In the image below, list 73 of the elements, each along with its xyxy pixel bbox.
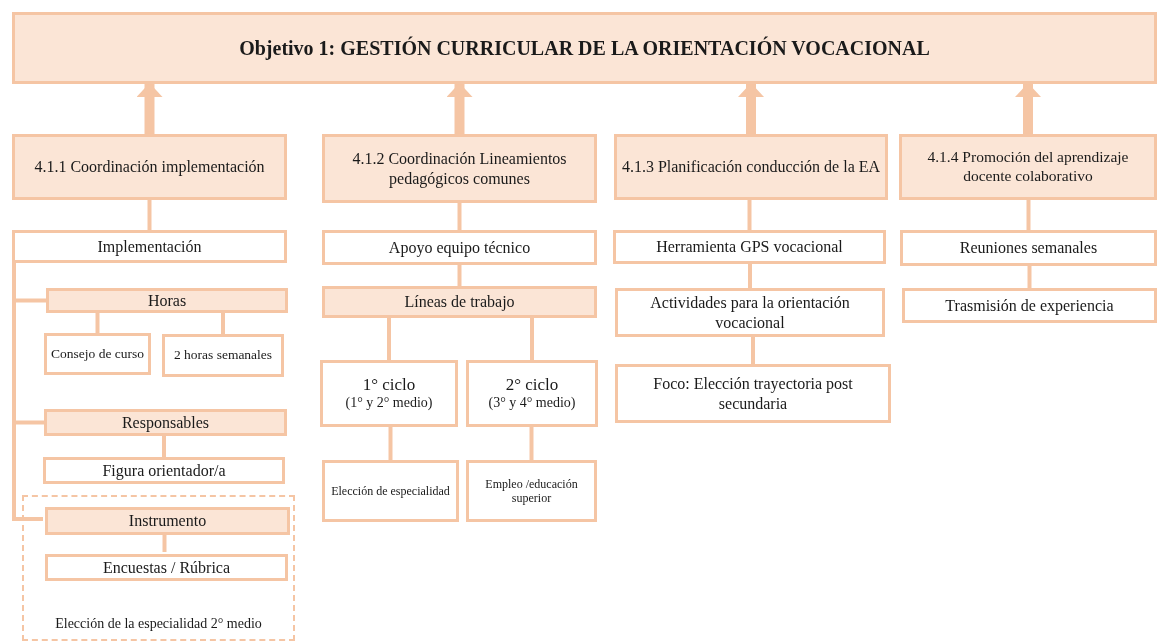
text-box <box>320 360 458 427</box>
text-box <box>902 288 1157 323</box>
heading-box <box>45 507 290 535</box>
heading-box <box>322 286 597 318</box>
box-label: 4.1.3 Planificación conducción de la EA <box>620 157 882 177</box>
box-label: Instrumento <box>127 511 208 531</box>
title: Objetivo 1: GESTIÓN CURRICULAR DE LA ORIENTACIÓN VOCACIONAL <box>238 36 931 60</box>
text-box <box>44 333 151 375</box>
connector-line <box>12 263 43 521</box>
box-label: Trasmisión de experiencia <box>944 295 1115 316</box>
arrow <box>1015 83 1041 134</box>
box-label: Empleo /educación superior <box>484 476 579 506</box>
box-label: 1° ciclo <box>361 374 417 396</box>
arrow <box>738 83 764 134</box>
heading-box <box>614 134 888 200</box>
text-box <box>613 230 886 264</box>
connector-line <box>147 200 152 230</box>
title-box <box>12 12 1157 84</box>
box-label: Foco: Elección trayectoria post secundaria <box>652 374 854 413</box>
text-box <box>162 334 284 377</box>
text-box <box>615 364 891 423</box>
box-label: Elección de especialidad <box>330 483 451 499</box>
connector-line <box>751 337 755 364</box>
box-label: 4.1.1 Coordinación implementación <box>33 157 266 177</box>
box-label: Responsables <box>120 412 211 433</box>
box-label: Figura orientador/a <box>101 460 227 481</box>
heading-box <box>12 134 287 200</box>
text-box <box>45 554 288 581</box>
heading-box <box>44 409 287 436</box>
heading-box <box>46 288 288 313</box>
arrow <box>446 83 473 134</box>
connector-line <box>457 265 462 286</box>
box-label: Encuestas / Rúbrica <box>101 557 232 578</box>
connector-line <box>95 313 100 333</box>
connector-line <box>388 427 393 460</box>
heading-box <box>899 134 1157 200</box>
connector-line <box>747 200 752 230</box>
dashed-group-box <box>22 495 295 641</box>
text-box <box>322 460 459 522</box>
box-label: (3° y 4° medio) <box>487 395 577 413</box>
box-label: 2° ciclo <box>504 374 560 396</box>
connector-line <box>457 203 462 230</box>
connector-line <box>221 313 225 334</box>
box-label: Líneas de trabajo <box>403 292 516 312</box>
text-box <box>615 288 885 337</box>
connector-line <box>387 318 391 360</box>
box-label: Apoyo equipo técnico <box>387 237 532 258</box>
box-label: 2 horas semanales <box>172 347 274 364</box>
connector-line <box>748 264 752 288</box>
box-label: (1° y 2° medio) <box>344 395 434 413</box>
box-label: Reuniones semanales <box>958 238 1099 258</box>
text-box <box>900 230 1157 266</box>
box-label: Herramienta GPS vocacional <box>655 237 844 257</box>
text-box <box>43 457 285 484</box>
connector-line <box>529 427 534 460</box>
arrow <box>136 83 163 134</box>
connector-line <box>162 533 167 552</box>
connector-line <box>1026 200 1031 230</box>
box-label: 4.1.4 Promoción del aprendizaje docente colaborativo <box>926 148 1130 186</box>
text-box <box>466 460 597 522</box>
heading-box <box>322 134 597 203</box>
box-label: Elección de la especialidad 2° medio <box>54 616 263 633</box>
connector-line <box>530 318 534 360</box>
box-label: Actividades para la orientación vocacional <box>649 293 851 332</box>
text-box <box>466 360 598 427</box>
box-label: Horas <box>146 290 188 311</box>
box-label: 4.1.2 Coordinación Lineamientos pedagógicos comunes <box>351 149 568 188</box>
connector-line <box>1027 266 1032 288</box>
text-box <box>322 230 597 265</box>
text-box <box>12 230 287 263</box>
connector-line <box>162 436 166 457</box>
box-label: Consejo de curso <box>50 345 145 363</box>
box-label: Implementación <box>96 236 203 257</box>
